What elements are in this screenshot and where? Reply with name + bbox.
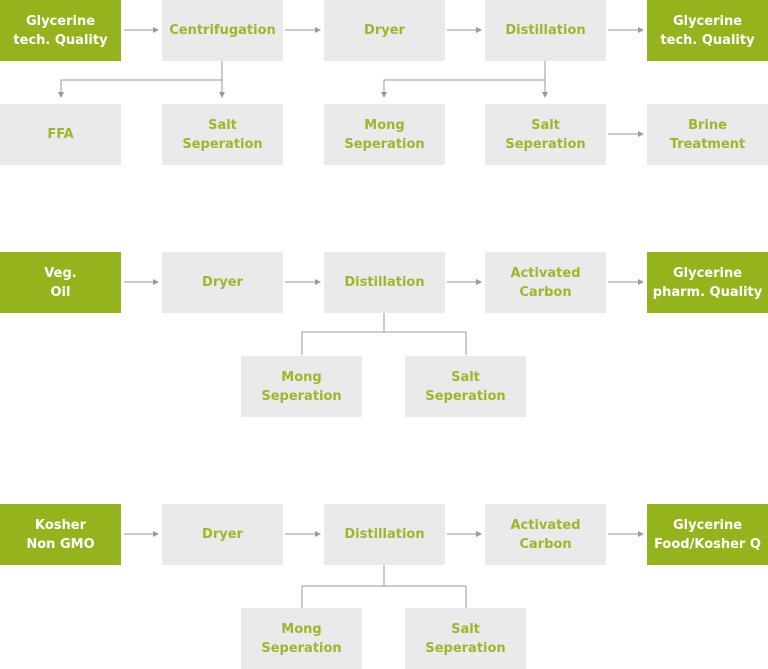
flow1-branch-mong-seperation: Mong Seperation — [324, 104, 445, 165]
flow1-source: Glycerine tech. Quality — [0, 0, 121, 61]
flow2-step-distillation: Distillation — [324, 252, 445, 313]
flow1-step-distillation: Distillation — [485, 0, 606, 61]
flow3-source: Kosher Non GMO — [0, 504, 121, 565]
flow3-branch-mong-seperation: Mong Seperation — [241, 608, 362, 669]
flow2-source: Veg. Oil — [0, 252, 121, 313]
flow3-output: Glycerine Food/Kosher Q — [647, 504, 768, 565]
branch-distillation-1 — [381, 61, 546, 98]
flow1-branch-salt-seperation: Salt Seperation — [162, 104, 283, 165]
flow2-step-dryer: Dryer — [162, 252, 283, 313]
flow1-branch-salt-seperation-2: Salt Seperation — [485, 104, 606, 165]
flow2-output: Glycerine pharm. Quality — [647, 252, 768, 313]
flow3-branch-salt-seperation: Salt Seperation — [405, 608, 526, 669]
branch-distillation-3 — [301, 565, 385, 608]
branch-distillation-2 — [301, 313, 385, 355]
flow3-step-activated-carbon: Activated Carbon — [485, 504, 606, 565]
flow1-branch-ffa: FFA — [0, 104, 121, 165]
flow1-branch-brine-treatment: Brine Treatment — [647, 104, 768, 165]
flow1-step-centrifugation: Centrifugation — [162, 0, 283, 61]
flow2-step-activated-carbon: Activated Carbon — [485, 252, 606, 313]
flow1-step-dryer: Dryer — [324, 0, 445, 61]
flow2-branch-mong-seperation: Mong Seperation — [241, 356, 362, 417]
flow1-output: Glycerine tech. Quality — [647, 0, 768, 61]
flow3-step-dryer: Dryer — [162, 504, 283, 565]
flow2-branch-salt-seperation: Salt Seperation — [405, 356, 526, 417]
flow3-step-distillation: Distillation — [324, 504, 445, 565]
branch-centrifugation — [58, 61, 223, 98]
